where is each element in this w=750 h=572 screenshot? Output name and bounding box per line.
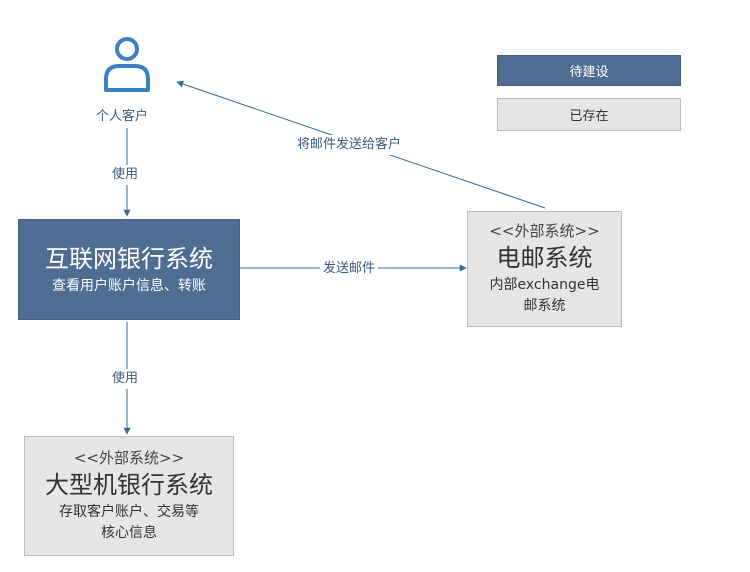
email-system-stereotype: <<外部系统>> xyxy=(489,222,600,240)
email-system-desc-line1: 内部exchange电 xyxy=(489,277,600,293)
person-label: 个人客户 xyxy=(96,109,149,124)
edge-label-person-to-bank: 使用 xyxy=(110,165,141,185)
mainframe-title: 大型机银行系统 xyxy=(45,471,213,499)
edge-label-bank-to-email: 发送邮件 xyxy=(320,259,379,279)
internet-bank-desc: 查看用户账户信息、转账 xyxy=(52,278,206,294)
mainframe-desc-line2: 核心信息 xyxy=(101,525,157,541)
edge-label-email-to-person: 将邮件发送给客户 xyxy=(294,135,405,155)
mainframe-stereotype: <<外部系统>> xyxy=(73,449,185,467)
edge-label-bank-to-mainframe: 使用 xyxy=(110,369,141,389)
email-system[interactable]: <<外部系统>> 电邮系统 内部exchange电 邮系统 xyxy=(467,211,622,327)
legend-existing: 已存在 xyxy=(497,98,681,131)
internet-bank-title: 互联网银行系统 xyxy=(45,245,213,273)
legend-to-build: 待建设 xyxy=(497,55,681,86)
mainframe-desc-line1: 存取客户账户、交易等 xyxy=(59,504,199,520)
mainframe-bank-system[interactable]: <<外部系统>> 大型机银行系统 存取客户账户、交易等 核心信息 xyxy=(24,436,234,556)
email-system-desc-line2: 邮系统 xyxy=(523,298,566,314)
person-icon xyxy=(104,37,150,92)
email-system-title: 电邮系统 xyxy=(496,244,593,272)
internet-bank-system[interactable]: 互联网银行系统 查看用户账户信息、转账 xyxy=(18,219,240,320)
legend-existing-label: 已存在 xyxy=(569,109,609,124)
legend-to-build-label: 待建设 xyxy=(569,65,609,80)
